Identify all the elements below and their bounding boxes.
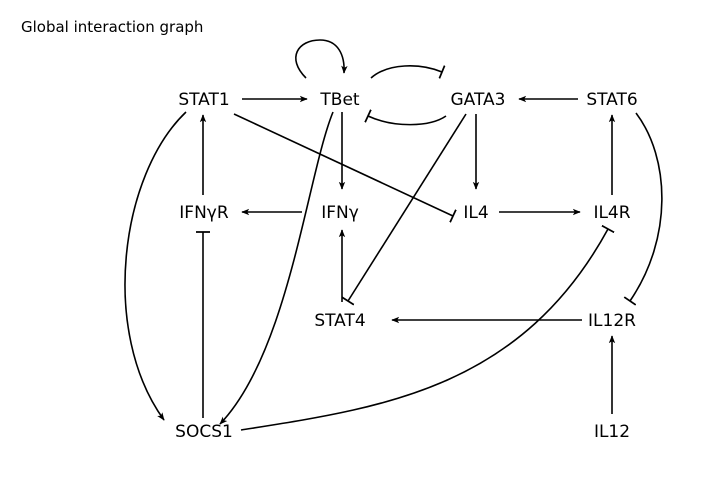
node-tbet: TBet — [319, 90, 360, 110]
node-socs1: SOCS1 — [175, 422, 233, 442]
edge-tbet-socs1 — [219, 111, 334, 425]
node-stat4: STAT4 — [314, 311, 365, 331]
node-il12r: IL12R — [588, 311, 636, 331]
diagram-title: Global interaction graph — [21, 18, 203, 36]
edge-gata3-tbet-inhibition — [364, 109, 447, 126]
edge-tbet-gata3-inhibition — [370, 65, 446, 79]
node-stat6: STAT6 — [586, 90, 637, 110]
edge-stat6-il12r-inhibition — [623, 112, 663, 306]
node-ifng: IFNγ — [321, 203, 359, 223]
edge-stat1-socs1 — [124, 111, 187, 421]
node-gata3: GATA3 — [451, 90, 506, 110]
node-il4: IL4 — [463, 203, 488, 223]
edge-stat1-il4-inhibition — [233, 113, 457, 223]
edge-gata3-stat4-inhibition — [341, 113, 467, 306]
node-stat1: STAT1 — [178, 90, 229, 110]
node-ifngr: IFNγR — [179, 203, 229, 223]
node-il4r: IL4R — [593, 203, 630, 223]
edge-tbet-self-loop — [295, 39, 348, 79]
edge-socs1-il4r-inhibition — [240, 224, 615, 431]
node-il12: IL12 — [594, 422, 630, 442]
